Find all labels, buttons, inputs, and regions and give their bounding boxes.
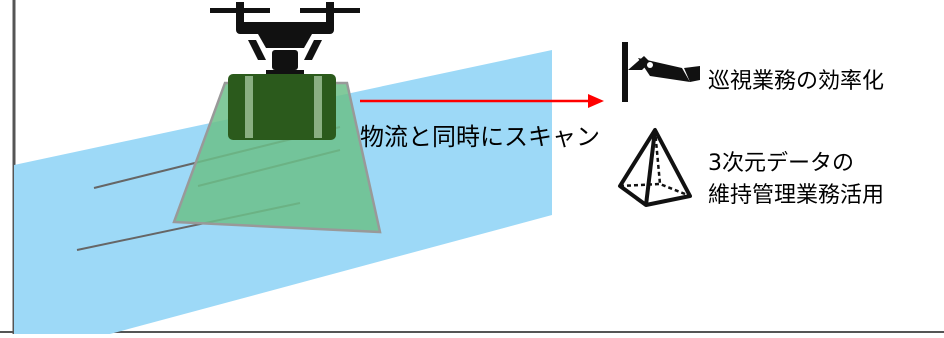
cargo-strap-right: [314, 76, 322, 138]
pyramid-icon: [618, 128, 692, 207]
patrol-label: 巡視業務の効率化: [708, 69, 885, 94]
data-usage-line-2: 維持管理業務活用: [708, 183, 885, 208]
arrow-head: [588, 94, 604, 108]
cargo-strap-left: [245, 76, 253, 138]
data-usage-label: 3次元データの 維持管理業務活用: [708, 148, 884, 212]
security-camera-icon: [622, 42, 700, 102]
data-usage-line-1: 3次元データの: [708, 151, 854, 176]
drone-icon: [210, 2, 360, 76]
cargo-box: [228, 74, 336, 140]
scan-caption: 物流と同時にスキャン: [360, 123, 600, 151]
